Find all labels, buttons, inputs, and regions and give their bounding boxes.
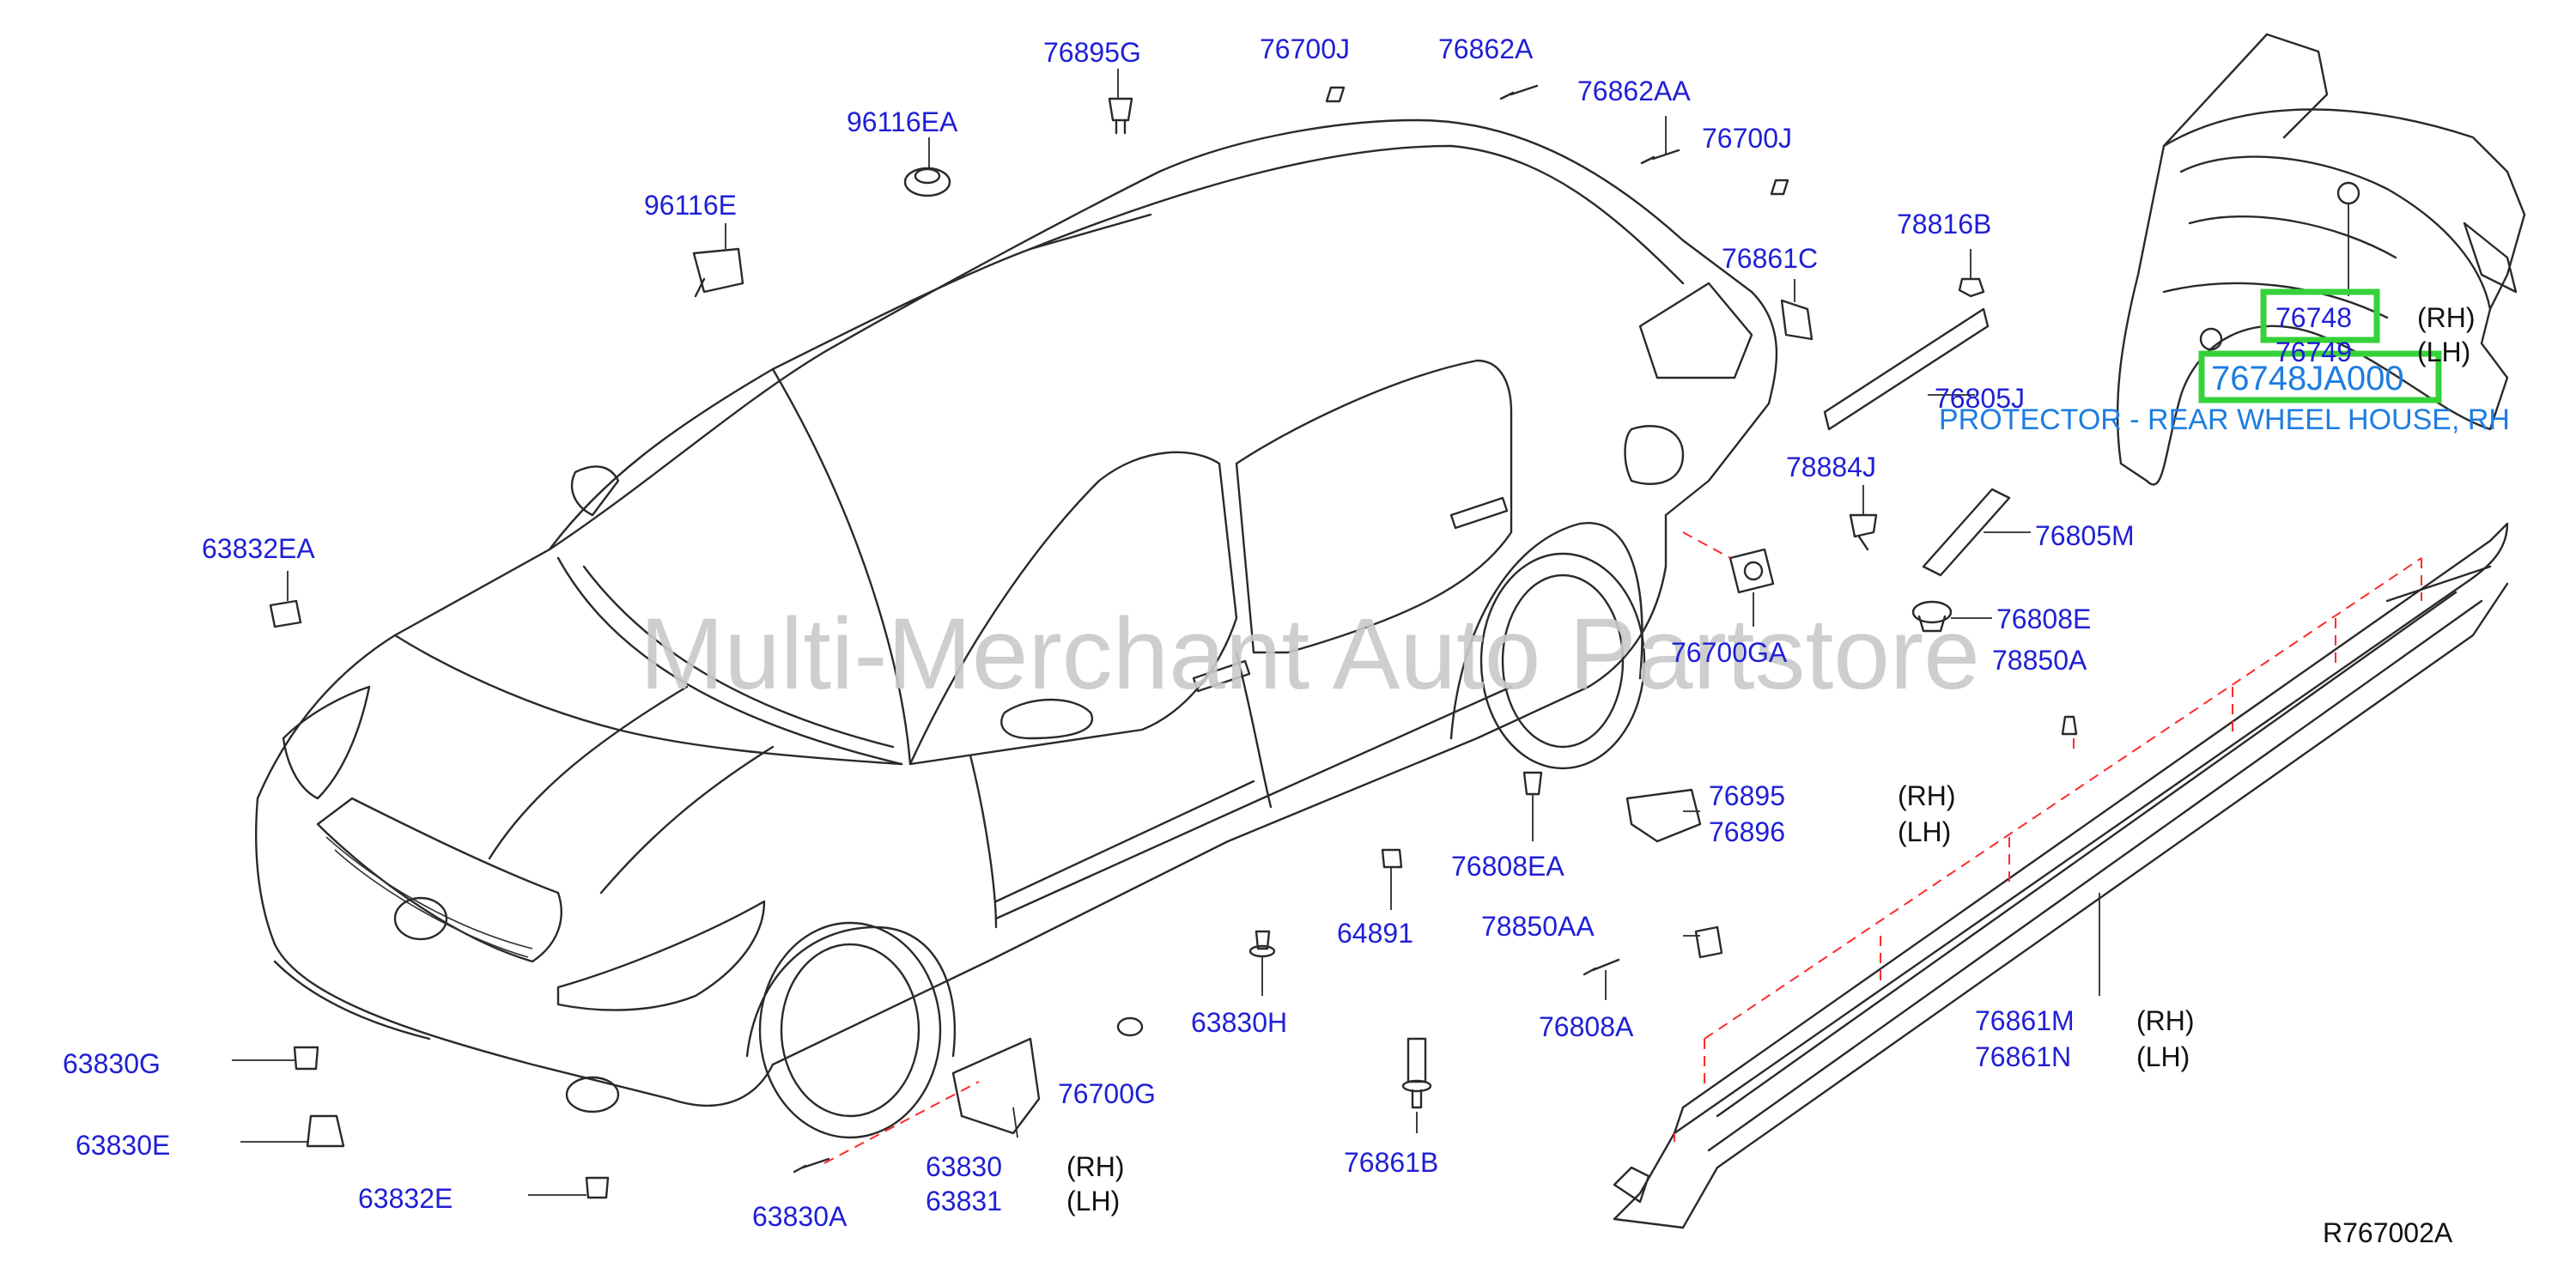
side-label-lh-63831: (LH) <box>1066 1186 1120 1216</box>
part-label-63830g[interactable]: 63830G <box>63 1048 161 1079</box>
side-label-rh-76861m: (RH) <box>2136 1005 2195 1036</box>
side-label-lh-76896: (LH) <box>1898 816 1951 847</box>
side-sill-molding-illustration <box>1613 522 2509 1229</box>
part-label-76861m[interactable]: 76861M <box>1975 1005 2075 1036</box>
side-label-rh-76895: (RH) <box>1898 780 1956 811</box>
part-label-76895[interactable]: 76895 <box>1709 780 1785 811</box>
diagram-reference: R767002A <box>2323 1217 2453 1248</box>
part-label-63830e[interactable]: 63830E <box>76 1130 170 1161</box>
highlight-part-description: PROTECTOR - REAR WHEEL HOUSE, RH <box>1939 403 2510 436</box>
part-label-76805j[interactable]: 76805J <box>1935 383 2025 414</box>
part-label-76808e[interactable]: 76808E <box>1996 604 2091 634</box>
part-label-78816b[interactable]: 78816B <box>1897 209 1991 240</box>
part-label-76808a[interactable]: 76808A <box>1539 1011 1634 1042</box>
assembly-dashed-lines <box>823 531 2422 1164</box>
part-label-96116ea[interactable]: 96116EA <box>847 106 958 137</box>
part-label-76700g[interactable]: 76700G <box>1058 1078 1156 1109</box>
part-label-96116e[interactable]: 96116E <box>644 190 737 221</box>
part-label-78884j[interactable]: 78884J <box>1786 452 1876 482</box>
part-label-63831[interactable]: 63831 <box>926 1186 1002 1216</box>
part-label-63830[interactable]: 63830 <box>926 1151 1002 1182</box>
highlight-box-76748 <box>2260 288 2380 343</box>
highlight-part-number[interactable]: 76748JA000 <box>2211 360 2404 397</box>
part-label-76700ga[interactable]: 76700GA <box>1671 637 1788 668</box>
part-label-76700j-2[interactable]: 76700J <box>1702 123 1792 154</box>
part-label-76861b[interactable]: 76861B <box>1344 1147 1438 1178</box>
part-label-63830a[interactable]: 63830A <box>752 1201 848 1232</box>
rear-wheel-house-protector-illustration <box>2116 33 2526 486</box>
part-label-64891[interactable]: 64891 <box>1337 918 1413 949</box>
part-label-76896[interactable]: 76896 <box>1709 816 1785 847</box>
side-label-rh-63830: (RH) <box>1066 1151 1125 1182</box>
part-label-76749[interactable]: 76749 <box>2275 337 2352 367</box>
part-label-76700j[interactable]: 76700J <box>1260 33 1350 64</box>
car-illustration <box>255 118 1778 1139</box>
side-label-lh-76749: (LH) <box>2417 337 2470 367</box>
part-label-76748[interactable]: 76748 <box>2275 302 2352 333</box>
part-label-76862aa[interactable]: 76862AA <box>1577 76 1691 106</box>
part-label-76805m[interactable]: 76805M <box>2035 520 2135 551</box>
small-parts-illustrations <box>269 84 2078 1199</box>
side-label-lh-76861n: (LH) <box>2136 1041 2190 1072</box>
side-label-rh-76748: (RH) <box>2417 302 2476 333</box>
leader-lines <box>232 69 2349 1196</box>
part-label-63832ea[interactable]: 63832EA <box>202 533 315 564</box>
part-label-63832e[interactable]: 63832E <box>358 1183 453 1214</box>
part-label-78850aa[interactable]: 78850AA <box>1481 911 1595 942</box>
part-label-76895g[interactable]: 76895G <box>1043 37 1141 68</box>
watermark-text: Multi-Merchant Auto Partstore <box>640 598 1980 711</box>
highlight-box-part-number <box>2198 350 2442 403</box>
part-label-78850a[interactable]: 78850A <box>1992 645 2087 676</box>
part-labels: 76895G 76700J 76862A 76862AA 76700J 9611… <box>63 33 2510 1232</box>
part-label-76861c[interactable]: 76861C <box>1722 243 1818 274</box>
part-label-76808ea[interactable]: 76808EA <box>1451 851 1564 882</box>
part-label-76861n[interactable]: 76861N <box>1975 1041 2071 1072</box>
part-label-76862a[interactable]: 76862A <box>1438 33 1534 64</box>
part-label-63830h[interactable]: 63830H <box>1191 1007 1287 1038</box>
